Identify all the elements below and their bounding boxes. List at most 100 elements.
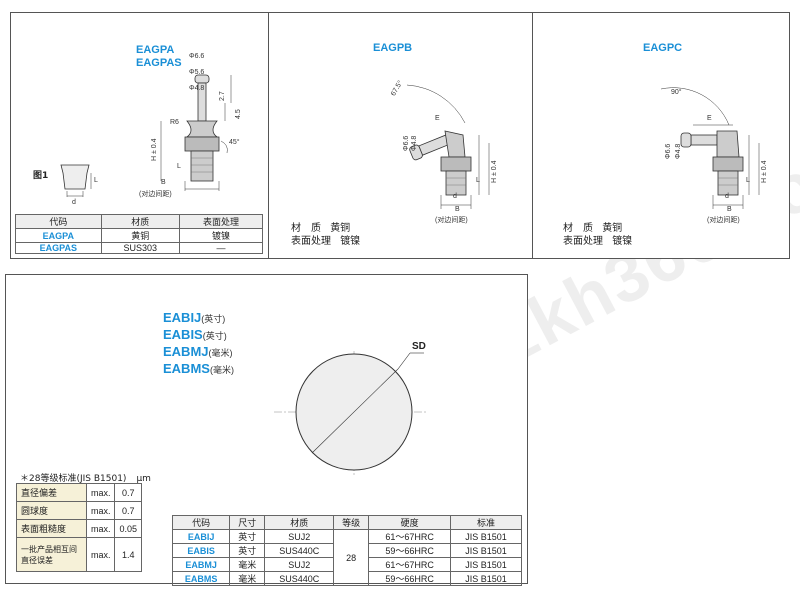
th-code: 代码 — [171, 515, 231, 530]
table-row: 一批产品相互间直径误差 max. 1.4 — [16, 537, 142, 572]
cell-grade: 28 — [333, 529, 370, 586]
dim-e: E — [707, 115, 712, 122]
dim-b-note: (对边间距) — [139, 191, 172, 198]
grade-value: 0.7 — [114, 501, 142, 520]
dim-b: B — [455, 206, 460, 213]
surface-label: 表面处理 — [291, 236, 331, 247]
material-value: 黄铜 — [602, 223, 623, 234]
dim-l: L — [177, 163, 181, 170]
dim-angle: 45° — [229, 139, 240, 146]
material-row: 材 质 黄铜 — [291, 223, 350, 235]
table-row: EABIJ 英寸 SUJ2 28 61～67HRC JIS B1501 — [171, 529, 523, 586]
dim-d1: Φ6.6 — [189, 53, 205, 60]
th-standard: 标准 — [449, 515, 523, 530]
cell-material: 黄铜 — [100, 228, 180, 243]
grade-max: max. — [85, 501, 116, 520]
dim-b-note: (对边间距) — [435, 217, 468, 224]
dim-e: E — [435, 115, 440, 122]
material-row: 材 质 黄铜 — [563, 223, 622, 235]
cell-size: 毫米 — [229, 571, 266, 586]
dim-d2: Φ5.6 — [189, 69, 205, 76]
table-row: 直径偏差 max. 0.7 — [16, 483, 142, 502]
th-grade: 等级 — [333, 515, 370, 530]
product-code-eagpb: EAGPB — [373, 42, 413, 54]
cell-hardness: 59～66HRC — [368, 543, 451, 558]
product-code-eagpa: EAGPA — [136, 44, 175, 56]
surface-value: 镀镍 — [340, 236, 361, 247]
table-row: 圆球度 max. 0.7 — [16, 501, 142, 520]
dim-b: B — [727, 206, 732, 213]
spec-table-d: 代码 尺寸 材质 等级 硬度 标准 EABIJ 英寸 SUJ2 28 61～67… — [171, 515, 523, 586]
cell-size: 毫米 — [229, 557, 266, 572]
panel-steel-ball: EABIJ(英寸) EABIS(英寸) EABMJ(毫米) EABMS(毫米) … — [5, 274, 528, 586]
grease-nipple-drawing-c — [660, 87, 760, 209]
dim-d: d — [725, 193, 729, 200]
cell-code: EABMJ — [171, 557, 231, 572]
cell-code: EABIJ — [171, 529, 231, 544]
material-value: 黄铜 — [330, 223, 351, 234]
cell-material: SUJ2 — [264, 529, 335, 544]
dim-small-l: L — [94, 177, 98, 184]
surface-label: 表面处理 — [563, 236, 603, 247]
cell-standard: JIS B1501 — [449, 571, 523, 586]
th-code: 代码 — [15, 214, 102, 229]
dim-b: B — [161, 179, 166, 186]
dim-b-note: (对边间距) — [707, 217, 740, 224]
dim-d: d — [453, 193, 457, 200]
dim-d1: Φ6.6 — [403, 135, 410, 151]
panel-eagpa: EAGPA EAGPAS 图1 Φ6.6 Φ5.6 Φ4.8 2.7 4.5 R… — [10, 12, 269, 259]
product-code-eagpc: EAGPC — [643, 42, 683, 54]
th-hardness: 硬度 — [368, 515, 451, 530]
th-material: 材质 — [100, 214, 180, 229]
cell-material: SUS440C — [264, 543, 335, 558]
table-row: EABIS 英寸 SUS440C 59～66HRC JIS B1501 — [171, 543, 523, 558]
cell-size: 英寸 — [229, 529, 266, 544]
dim-d3: Φ4.8 — [189, 85, 205, 92]
grade-max: max. — [85, 483, 116, 502]
surface-row: 表面处理 镀镍 — [291, 236, 360, 248]
grease-nipple-drawing-b — [406, 84, 490, 209]
panel-eagpc: EAGPC 90° E Φ6.6 Φ4.8 H ± 0.4 L d B (对边间… — [532, 12, 790, 259]
th-surface: 表面处理 — [178, 214, 264, 229]
cell-surface: — — [178, 242, 264, 254]
material-label: 材 质 — [563, 223, 593, 234]
grease-nipple-drawing-a — [60, 74, 232, 197]
cell-standard: JIS B1501 — [449, 543, 523, 558]
dim-h2: 4.5 — [235, 109, 242, 119]
product-code-eagpas: EAGPAS — [136, 57, 182, 69]
dim-h: H ± 0.4 — [761, 160, 768, 183]
cell-code: EAGPA — [15, 228, 102, 243]
product-code-eabmj: EABMJ(毫米) — [163, 344, 233, 359]
figure-label: 图1 — [33, 171, 49, 181]
cell-material: SUS303 — [100, 242, 180, 254]
panel-eagpb: EAGPB 67.5° E Φ6.6 Φ4.8 H ± 0.4 L d B (对… — [268, 12, 533, 259]
grade-item: 一批产品相互间直径误差 — [16, 537, 87, 572]
cell-code: EABMS — [171, 571, 231, 586]
cell-standard: JIS B1501 — [449, 529, 523, 544]
ball-drawing — [274, 351, 426, 475]
dim-d2: Φ4.8 — [411, 135, 418, 151]
cell-code: EAGPAS — [15, 242, 102, 254]
sd-label: SD — [412, 341, 426, 352]
grade-table: 直径偏差 max. 0.7 圆球度 max. 0.7 表面粗糙度 max. 0.… — [16, 483, 142, 572]
grade-item: 直径偏差 — [16, 483, 87, 502]
cell-material: SUJ2 — [264, 557, 335, 572]
grade-value: 0.7 — [114, 483, 142, 502]
spec-table-a: 代码 材质 表面处理 EAGPA 黄铜 镀镍 EAGPAS SUS303 — — [15, 214, 264, 254]
dim-angle: 90° — [671, 89, 682, 96]
product-code-eabij: EABIJ(英寸) — [163, 310, 226, 325]
grade-value: 0.05 — [114, 519, 142, 538]
cell-surface: 镀镍 — [178, 228, 264, 243]
cell-standard: JIS B1501 — [449, 557, 523, 572]
dim-d1: Φ6.6 — [665, 143, 672, 159]
product-code-eabms: EABMS(毫米) — [163, 361, 234, 376]
cell-size: 英寸 — [229, 543, 266, 558]
th-material: 材质 — [264, 515, 335, 530]
product-code-eabis: EABIS(英寸) — [163, 327, 227, 342]
dim-l: L — [476, 177, 480, 184]
th-size: 尺寸 — [229, 515, 266, 530]
cell-hardness: 61～67HRC — [368, 529, 451, 544]
surface-row: 表面处理 镀镍 — [563, 236, 632, 248]
table-row: EABMS 毫米 SUS440C 59～66HRC JIS B1501 — [171, 571, 523, 586]
material-label: 材 质 — [291, 223, 321, 234]
